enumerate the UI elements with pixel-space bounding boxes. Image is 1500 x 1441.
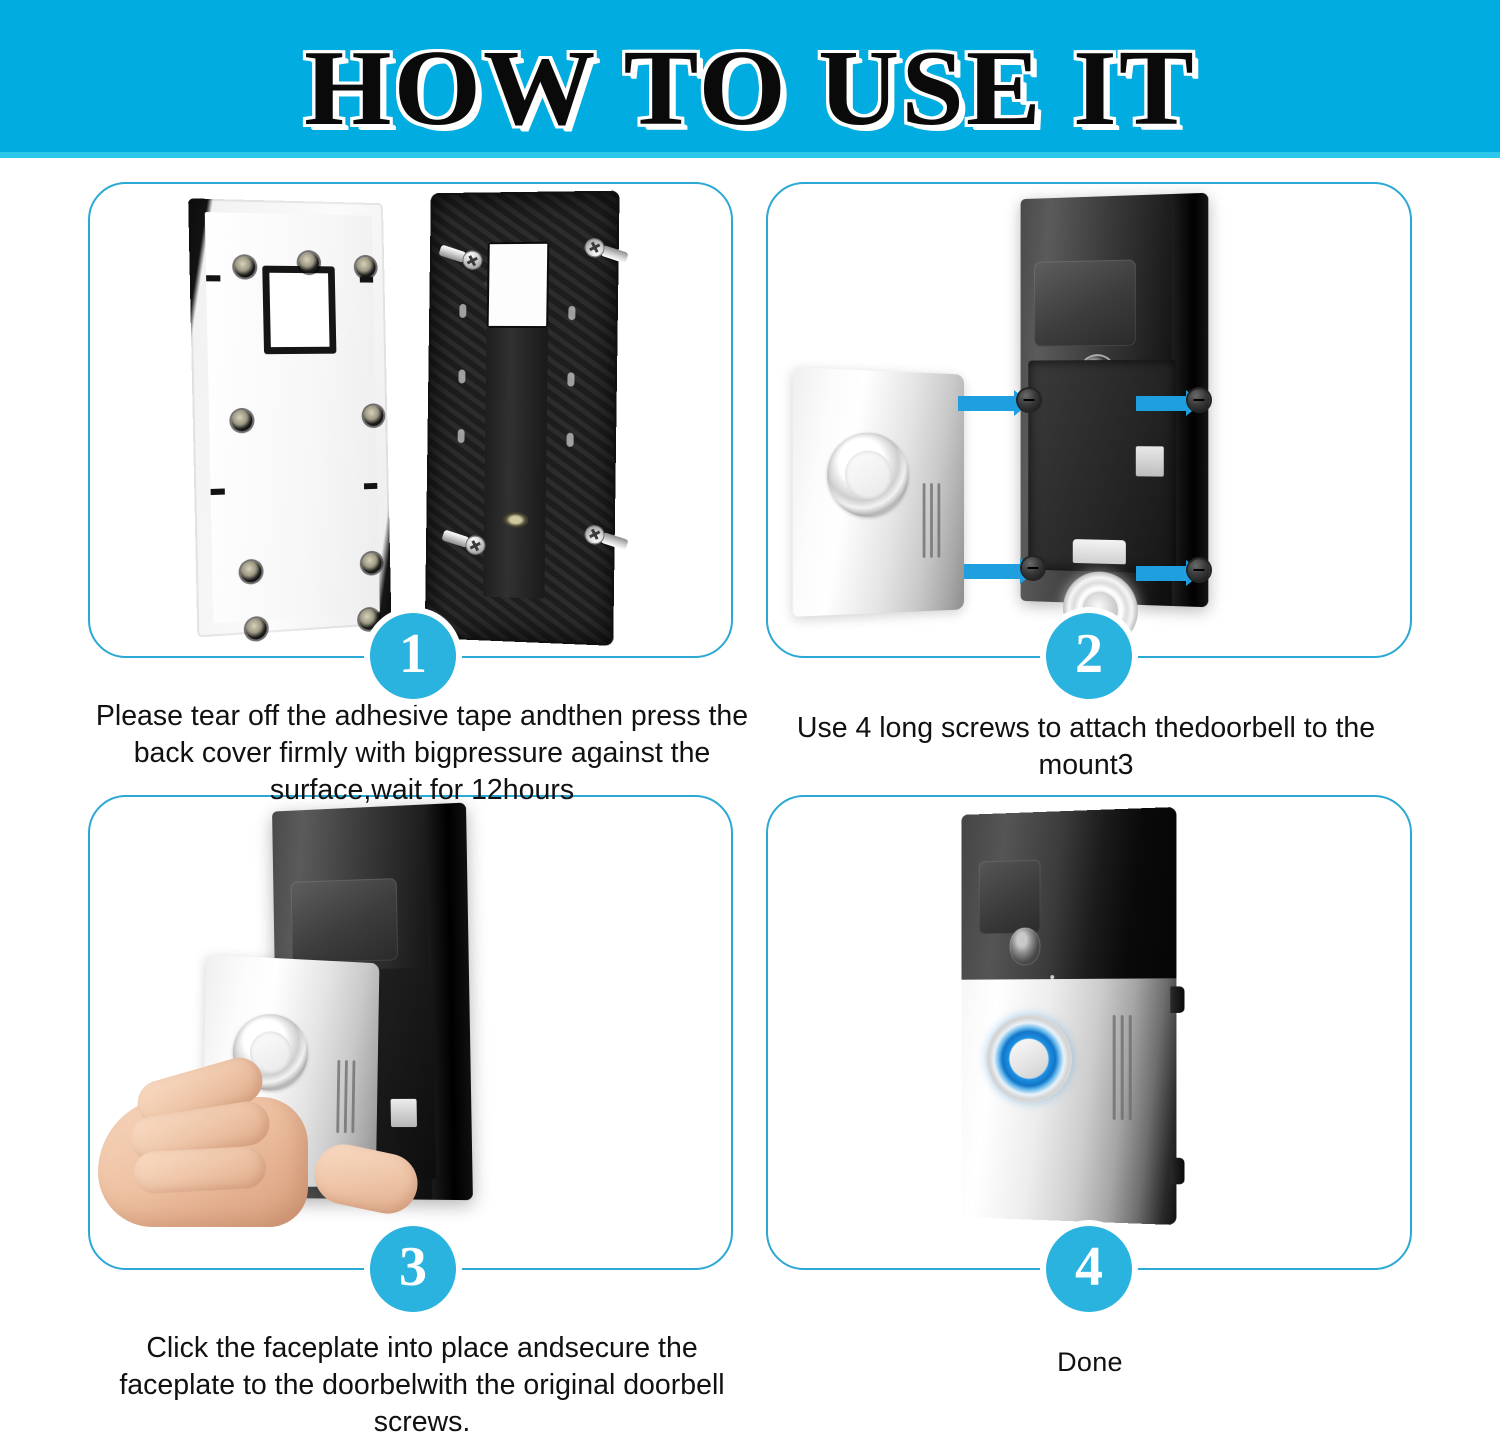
- step-panel-2: [766, 182, 1412, 658]
- camera-housing: [290, 878, 401, 1024]
- screw-grommet: [234, 256, 256, 278]
- header-banner: [0, 0, 1500, 152]
- step-number-3: 3: [370, 1226, 456, 1312]
- mounting-plate-image: [188, 198, 392, 641]
- screw-point: [1188, 389, 1210, 411]
- mount-clip: [1170, 986, 1185, 1013]
- speaker-vents: [922, 483, 941, 558]
- bracket-hole: [567, 372, 575, 387]
- step-caption-3: Click the faceplate into place andsecure…: [119, 1332, 725, 1438]
- step-badge-2: 2: [1040, 607, 1138, 705]
- step-panel-1: [88, 182, 733, 658]
- doorbell-button-ring: [827, 431, 909, 518]
- product-label: [390, 1098, 418, 1128]
- speaker-vents: [336, 1059, 356, 1134]
- step-number-4: 4: [1046, 1226, 1132, 1312]
- plate-cutout: [262, 265, 337, 355]
- bracket-hole: [457, 429, 465, 444]
- product-label: [1135, 446, 1164, 477]
- screw-point: [1018, 389, 1040, 411]
- blue-arrow-icon: [958, 390, 1030, 416]
- step-number-2: 2: [1046, 613, 1132, 699]
- mount-clip: [1170, 1157, 1185, 1185]
- bracket-cutout: [486, 241, 550, 329]
- doorbell-button-center: [845, 450, 892, 499]
- page-title: HOW TO USE IT: [304, 29, 1196, 148]
- step-panel-4: [766, 795, 1412, 1270]
- step-panel-3: [88, 795, 733, 1270]
- plate-notch: [206, 275, 221, 282]
- step-number-1: 1: [370, 613, 456, 699]
- step-badge-4: 4: [1040, 1220, 1138, 1318]
- body-inner-well: [1028, 359, 1176, 650]
- bracket-hole: [566, 432, 574, 447]
- screw-grommet: [298, 252, 320, 274]
- speaker-vents: [1112, 1014, 1132, 1121]
- illuminated-button-ring: [986, 1014, 1072, 1104]
- screw-point: [1188, 559, 1210, 581]
- bracket-lock-screw: [502, 511, 529, 529]
- screw-point: [1022, 557, 1044, 579]
- camera-housing: [978, 859, 1055, 980]
- blue-arrow-icon: [1136, 390, 1202, 416]
- step-caption-1: Please tear off the adhesive tape andthe…: [95, 700, 749, 806]
- plate-face: [204, 212, 384, 641]
- screw-grommet: [361, 552, 382, 575]
- bracket-hole: [458, 369, 466, 384]
- bracket-channel: [482, 327, 549, 599]
- screw-grommet: [245, 617, 267, 641]
- blue-arrow-icon: [964, 558, 1036, 584]
- header-banner-underline: [0, 152, 1500, 158]
- step-badge-3: 3: [364, 1220, 462, 1318]
- step-caption-4: Done: [1057, 1347, 1123, 1377]
- screw-grommet: [363, 405, 384, 427]
- blue-arrow-icon: [1136, 560, 1202, 586]
- plate-notch: [359, 276, 374, 283]
- step-badge-1: 1: [364, 607, 462, 705]
- plate-notch: [363, 482, 378, 490]
- camera-lens-icon: [1009, 927, 1041, 966]
- release-tab: [1072, 539, 1126, 565]
- assembled-doorbell-image: [961, 806, 1185, 1226]
- doorbell-upper-shell: [961, 806, 1177, 980]
- button-center: [1009, 1038, 1049, 1080]
- plate-notch: [210, 488, 225, 496]
- faceplate-image: [792, 367, 965, 617]
- screw-grommet: [231, 409, 253, 432]
- doorbell-faceplate: [961, 978, 1177, 1226]
- step-caption-2: Use 4 long screws to attach thedoorbell …: [796, 712, 1376, 781]
- screw-grommet: [240, 560, 262, 583]
- screw-grommet: [355, 256, 376, 278]
- camera-housing: [1034, 259, 1136, 399]
- bracket-hole: [459, 303, 467, 318]
- bracket-hole: [568, 306, 576, 321]
- finger: [132, 1145, 268, 1195]
